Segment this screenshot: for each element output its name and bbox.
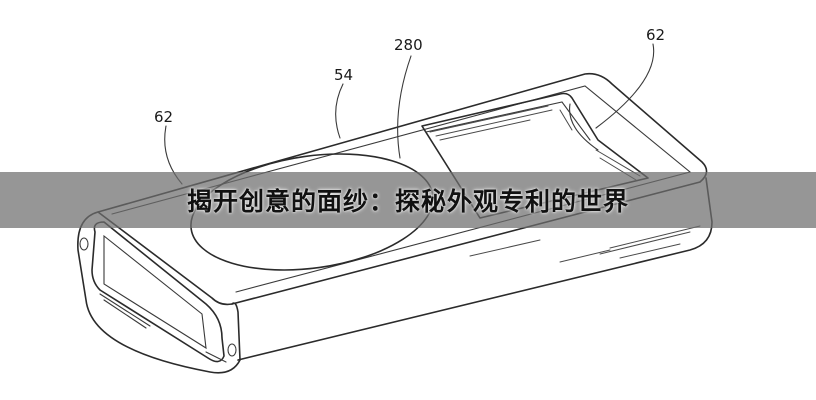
end-hole-left: [79, 237, 89, 251]
device-top-inner-edge: [111, 85, 692, 293]
title-banner: 揭开创意的面纱：探秘外观专利的世界: [0, 172, 816, 228]
end-slot-top: [99, 293, 151, 327]
end-pad: [205, 351, 227, 363]
ref-label-54: 54: [334, 66, 353, 84]
banner-title: 揭开创意的面纱：探秘外观专利的世界: [186, 187, 629, 216]
ref-label-62-left: 62: [154, 108, 173, 126]
screen-recess: [421, 92, 649, 219]
device-front-body: [77, 211, 241, 374]
surface-hatching: [469, 225, 701, 263]
end-slot-bottom: [103, 299, 147, 329]
leader-62-right: [595, 43, 655, 129]
screen-inner-edge: [425, 101, 591, 141]
end-hole-right: [227, 343, 237, 357]
leader-280: [397, 55, 412, 159]
leader-54: [335, 83, 344, 139]
screen-curve: [569, 103, 599, 151]
ref-label-62-right: 62: [646, 26, 665, 44]
ref-label-280: 280: [394, 36, 423, 54]
device-end-inner-rim: [103, 234, 207, 350]
